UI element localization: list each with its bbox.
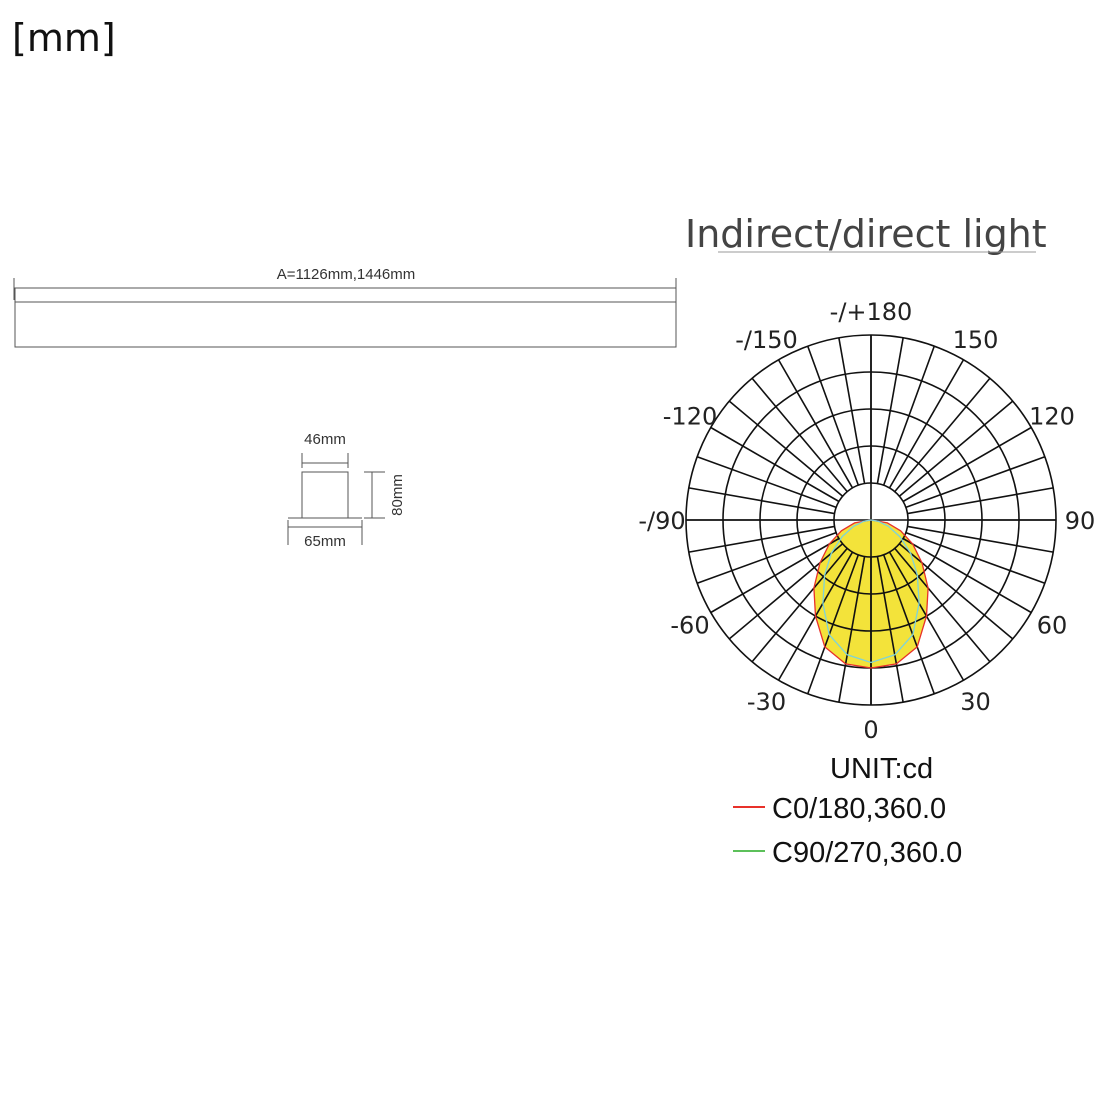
grid-spoke bbox=[905, 455, 1046, 509]
grid-spoke bbox=[806, 345, 860, 486]
angle-label: -30 bbox=[747, 688, 786, 716]
grid-spoke bbox=[688, 525, 835, 553]
angle-label: 0 bbox=[863, 716, 878, 744]
grid-spoke bbox=[688, 487, 835, 515]
angle-label: -120 bbox=[663, 403, 717, 431]
side-view bbox=[13, 278, 677, 348]
c0-curve bbox=[813, 519, 929, 669]
unit-label: [mm] bbox=[12, 16, 116, 60]
c90-curve bbox=[822, 519, 920, 664]
grid-spoke bbox=[696, 455, 837, 509]
angle-label: 150 bbox=[953, 326, 999, 354]
grid-spoke bbox=[806, 554, 860, 695]
angle-label: -/+180 bbox=[830, 298, 913, 326]
angle-label: 60 bbox=[1037, 612, 1068, 640]
grid-spoke bbox=[907, 487, 1054, 515]
angle-label: -/150 bbox=[735, 326, 798, 354]
grid-spoke bbox=[894, 547, 991, 663]
grid-spoke bbox=[876, 337, 904, 484]
legend-label-c90: C90/270,360.0 bbox=[772, 837, 962, 869]
angle-label: 30 bbox=[960, 688, 991, 716]
section-view bbox=[287, 453, 385, 545]
grid-spoke bbox=[907, 525, 1054, 553]
angle-label: 90 bbox=[1065, 507, 1096, 535]
polar-chart: 0 30 -30 60 -60 90 -/90 120 -120 150 -/150 -/+180 bbox=[638, 298, 1095, 744]
grid-spoke bbox=[838, 337, 866, 484]
grid-spoke bbox=[905, 531, 1046, 585]
grid-spoke bbox=[898, 400, 1014, 497]
grid-spoke bbox=[751, 547, 848, 663]
grid-spoke bbox=[710, 426, 840, 503]
unit-cd-label: UNIT:cd bbox=[830, 753, 933, 785]
top-width-label: 46mm bbox=[304, 431, 346, 448]
grid-spoke bbox=[751, 377, 848, 493]
bottom-width-label: 65mm bbox=[304, 533, 346, 550]
grid-spoke bbox=[894, 377, 991, 493]
angle-label: -60 bbox=[670, 612, 709, 640]
angle-label: 120 bbox=[1029, 403, 1075, 431]
length-label: A=1126mm,1446mm bbox=[277, 266, 416, 283]
chart-title: Indirect/direct light bbox=[685, 212, 1047, 256]
profile-body bbox=[301, 471, 349, 519]
grid-spoke bbox=[902, 537, 1032, 614]
grid-spoke bbox=[888, 359, 965, 489]
luminaire-body bbox=[14, 287, 677, 348]
grid-spoke bbox=[882, 345, 936, 486]
grid-spoke bbox=[777, 359, 854, 489]
legend-label-c0: C0/180,360.0 bbox=[772, 793, 946, 825]
grid-spoke bbox=[838, 556, 866, 703]
grid-spoke bbox=[696, 531, 837, 585]
grid-spoke bbox=[728, 400, 844, 497]
grid-spoke bbox=[710, 537, 840, 614]
grid-spoke bbox=[882, 554, 936, 695]
grid-spoke bbox=[898, 543, 1014, 640]
grid-spoke bbox=[728, 543, 844, 640]
height-label: 80mm bbox=[389, 474, 406, 516]
angle-label: -/90 bbox=[638, 507, 685, 535]
grid-spoke bbox=[902, 426, 1032, 503]
grid-spoke bbox=[876, 556, 904, 703]
